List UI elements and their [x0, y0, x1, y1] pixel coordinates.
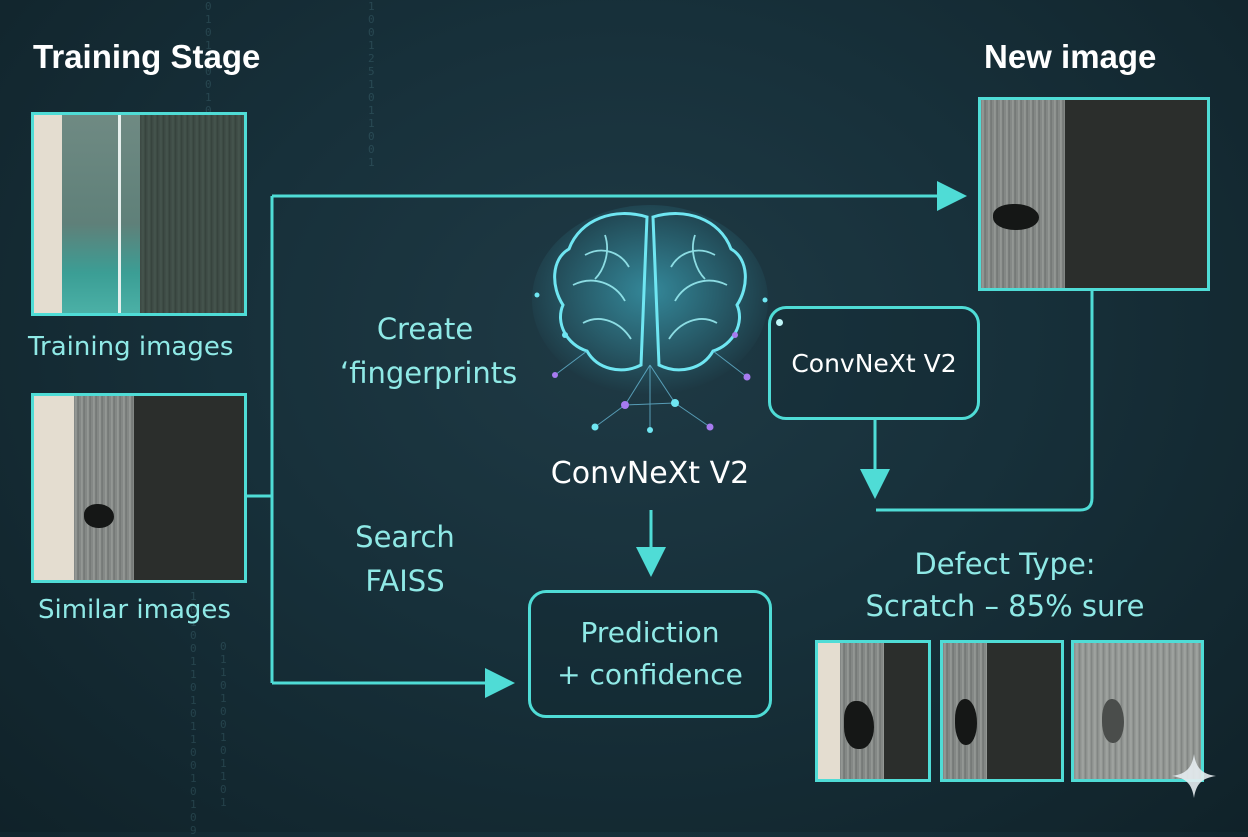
new-image-title: New image: [984, 38, 1157, 75]
search-faiss-label: Search FAISS: [325, 515, 485, 603]
create-fingerprints-label: Create ‘fingerprints: [340, 307, 518, 395]
search-faiss-line2: FAISS: [365, 564, 445, 598]
defect-result: Defect Type: Scratch – 85% sure: [820, 543, 1190, 627]
result-thumbnail-3: [1071, 640, 1204, 782]
training-image-thumbnail: [31, 112, 247, 316]
similar-images-caption: Similar images: [38, 595, 231, 625]
create-fingerprints-line2: ‘fingerprints: [340, 356, 518, 390]
model-box-node: [776, 319, 783, 326]
prediction-line2: + confidence: [557, 658, 743, 691]
connector-new-image-return: [876, 291, 1094, 512]
prediction-line1: Prediction: [580, 616, 720, 649]
result-thumbnail-2: [940, 640, 1064, 782]
sparkle-icon: [1172, 754, 1216, 798]
brain-network-icon: [532, 205, 768, 433]
new-image-thumbnail: [978, 97, 1210, 291]
training-images-caption: Training images: [28, 332, 234, 362]
model-box: ConvNeXt V2: [768, 306, 980, 420]
prediction-box: Prediction + confidence: [528, 590, 772, 718]
model-center-label: ConvNeXt V2: [550, 456, 750, 491]
defect-type-label: Defect Type:: [914, 547, 1096, 581]
defect-type-value: Scratch – 85% sure: [865, 589, 1145, 623]
binary-rain: 0 1 1 0 1 0 0 1 0 1 1 0 1: [220, 640, 227, 809]
result-thumbnail-1: [815, 640, 931, 782]
training-stage-title: Training Stage: [33, 38, 261, 75]
model-box-label: ConvNeXt V2: [791, 348, 957, 378]
search-faiss-line1: Search: [355, 520, 455, 554]
similar-image-thumbnail: [31, 393, 247, 583]
create-fingerprints-line1: Create: [376, 312, 474, 346]
binary-rain: 1 0 0 1 2 5 1 0 1 1 0 0 1: [368, 0, 375, 169]
binary-rain: 1 0 1 0 0 1 1 0 1 0 1 1 0 0 1 0 1 0 9: [190, 590, 197, 837]
